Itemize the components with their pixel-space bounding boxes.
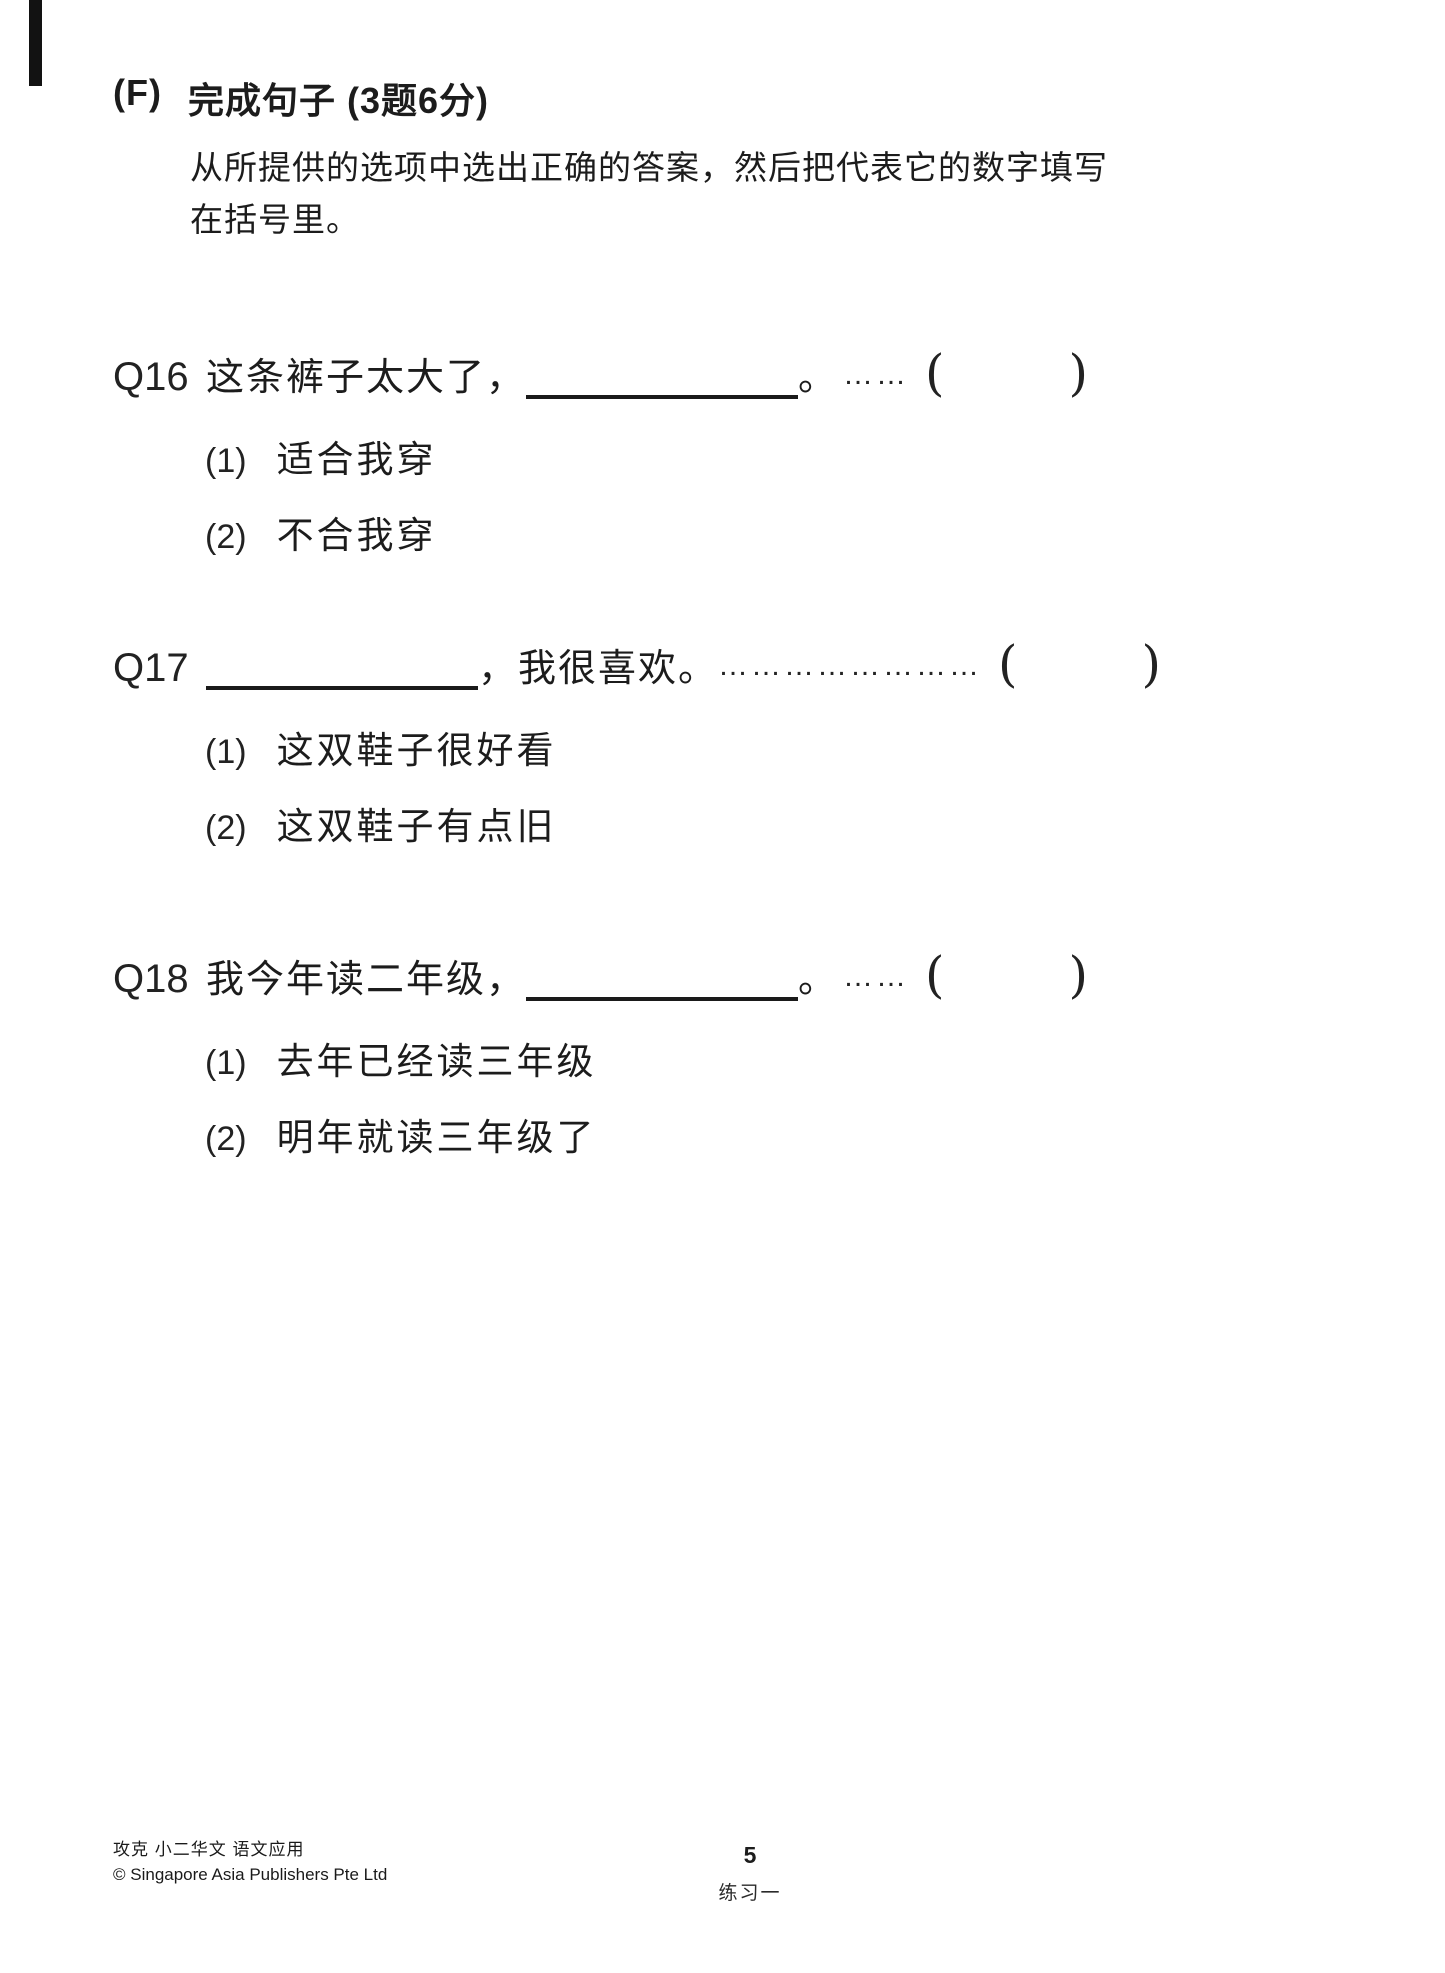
question-row: Q17 ，我很喜欢。 …………………… ( ) xyxy=(113,637,1161,692)
option-row: (1) 这双鞋子很好看 xyxy=(205,720,1348,774)
options-list: (1) 这双鞋子很好看 (2) 这双鞋子有点旧 xyxy=(205,720,1348,850)
dot-leader: …………………… xyxy=(718,649,983,683)
option-text: 去年已经读三年级 xyxy=(276,1040,597,1084)
answer-paren-open: ( xyxy=(924,344,945,403)
option-number: (1) xyxy=(205,442,247,481)
option-row: (1) 去年已经读三年级 xyxy=(205,1031,1348,1085)
question-text-post: 。 xyxy=(798,355,839,400)
section-label: (F) xyxy=(113,72,162,113)
options-list: (1) 适合我穿 (2) 不合我穿 xyxy=(205,429,1348,559)
option-text: 适合我穿 xyxy=(276,438,437,482)
option-number: (1) xyxy=(205,733,247,772)
option-text: 这双鞋子很好看 xyxy=(276,729,557,773)
option-text: 这双鞋子有点旧 xyxy=(276,805,557,849)
print-registration-mark xyxy=(29,0,42,86)
question-row: Q18 我今年读二年级， 。 …… ( ) xyxy=(113,948,1088,1003)
question-number: Q17 xyxy=(113,646,189,691)
answer-blank xyxy=(526,997,799,1002)
option-number: (2) xyxy=(205,809,247,848)
instruction-line-1: 从所提供的选项中选出正确的答案，然后把代表它的数字填写 xyxy=(190,149,1108,186)
instructions: 从所提供的选项中选出正确的答案，然后把代表它的数字填写 在括号里。 xyxy=(190,142,1348,246)
answer-paren-close: ) xyxy=(1141,635,1162,694)
question-number: Q16 xyxy=(113,355,189,400)
options-list: (1) 去年已经读三年级 (2) 明年就读三年级了 xyxy=(205,1031,1348,1161)
dot-leader: …… xyxy=(842,358,909,392)
instruction-line-2: 在括号里。 xyxy=(190,201,360,239)
answer-paren-open: ( xyxy=(924,946,945,1005)
answer-paren-close: ) xyxy=(1068,946,1088,1005)
section-title: 完成句子 (3题6分) xyxy=(187,80,489,121)
answer-blank xyxy=(206,686,478,691)
question-row: Q16 这条裤子太大了， 。 …… ( ) xyxy=(113,346,1088,401)
option-text: 明年就读三年级了 xyxy=(276,1116,597,1160)
footer-publisher: © Singapore Asia Publishers Pte Ltd xyxy=(113,1864,388,1884)
option-row: (2) 这双鞋子有点旧 xyxy=(205,796,1348,850)
question-text-post: ，我很喜欢。 xyxy=(478,646,719,691)
footer-exercise-label: 练习一 xyxy=(718,1882,782,1904)
dot-leader: …… xyxy=(842,960,909,994)
footer-center: 5 练习一 xyxy=(655,1842,845,1905)
worksheet-content: (F) 完成句子 (3题6分) 从所提供的选项中选出正确的答案，然后把代表它的数… xyxy=(113,72,1348,1183)
question-text-pre: 我今年读二年级， xyxy=(206,957,527,1002)
option-number: (2) xyxy=(205,1120,247,1159)
question-text-post: 。 xyxy=(798,957,839,1002)
answer-paren-open: ( xyxy=(998,635,1018,694)
question-number: Q18 xyxy=(113,957,189,1002)
section-header: (F) 完成句子 (3题6分) xyxy=(113,72,1348,124)
option-row: (2) 明年就读三年级了 xyxy=(205,1107,1348,1161)
option-number: (1) xyxy=(205,1044,247,1083)
answer-paren-close: ) xyxy=(1068,344,1088,403)
footer-book-title: 攻克 小二华文 语文应用 xyxy=(113,1840,305,1859)
answer-cell: …………………… ( ) xyxy=(718,635,1162,694)
footer-left: 攻克 小二华文 语文应用 © Singapore Asia Publishers… xyxy=(113,1838,387,1887)
question-q18: Q18 我今年读二年级， 。 …… ( ) (1) 去年已经读三年级 (2) 明… xyxy=(113,948,1348,1161)
option-row: (1) 适合我穿 xyxy=(205,429,1348,483)
option-number: (2) xyxy=(205,518,247,557)
question-text-pre: 这条裤子太大了， xyxy=(206,355,527,400)
answer-blank xyxy=(526,395,799,400)
answer-cell: …… ( ) xyxy=(842,946,1088,1005)
option-row: (2) 不合我穿 xyxy=(205,505,1348,559)
option-text: 不合我穿 xyxy=(276,514,437,558)
answer-cell: …… ( ) xyxy=(842,344,1088,403)
footer-page-number: 5 xyxy=(743,1842,757,1868)
question-q16: Q16 这条裤子太大了， 。 …… ( ) (1) 适合我穿 (2) 不合我穿 xyxy=(113,346,1348,559)
question-q17: Q17 ，我很喜欢。 …………………… ( ) (1) 这双鞋子很好看 (2) … xyxy=(113,637,1348,850)
